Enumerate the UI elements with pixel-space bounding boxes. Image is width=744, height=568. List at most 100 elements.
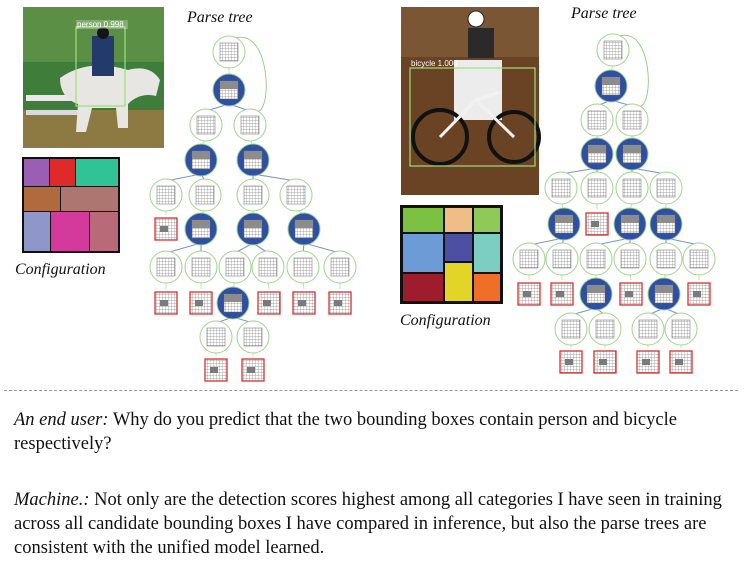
- configuration-cell: [474, 234, 500, 272]
- tree-node: [579, 277, 613, 311]
- tree-node: [188, 178, 222, 212]
- terminal-node: [154, 291, 178, 315]
- tree-node: [649, 242, 683, 276]
- tree-node: [580, 137, 614, 171]
- right-parse-tree-title: Parse tree: [570, 5, 637, 22]
- left-configuration-caption: Configuration: [15, 261, 106, 278]
- terminal-node: [517, 282, 541, 306]
- left-parse-tree-title: Parse tree: [186, 9, 253, 26]
- tree-node: [649, 171, 683, 205]
- terminal-node: [619, 282, 643, 306]
- tree-node: [615, 171, 649, 205]
- tree-node: [279, 178, 313, 212]
- tree-node: [682, 242, 716, 276]
- terminal-node: [687, 282, 711, 306]
- configuration-cell: [76, 159, 118, 186]
- tree-node: [184, 143, 218, 177]
- separator-line: [4, 390, 738, 391]
- terminal-node: [204, 358, 228, 382]
- tree-edge: [303, 242, 341, 254]
- configuration-cell: [24, 159, 49, 186]
- tree-node: [554, 312, 588, 346]
- machine-speaker: Machine.:: [14, 490, 90, 510]
- tree-edge: [165, 242, 202, 254]
- right-configuration-grid: [400, 205, 503, 304]
- tree-node: [664, 312, 698, 346]
- terminal-node: [636, 350, 660, 374]
- tree-node: [184, 250, 218, 284]
- tree-node: [149, 250, 183, 284]
- tree-node: [212, 73, 246, 107]
- left-photo: person 0.998: [23, 7, 164, 148]
- configuration-cell: [445, 263, 472, 301]
- configuration-cell: [50, 159, 75, 186]
- tree-node: [286, 250, 320, 284]
- machine-text: Not only are the detection scores highes…: [14, 490, 722, 558]
- user-speaker: An end user:: [14, 410, 109, 430]
- tree-node: [594, 69, 628, 103]
- tree-node: [212, 35, 246, 69]
- left-detection-label: person 0.998: [77, 20, 124, 29]
- configuration-cell: [474, 208, 500, 232]
- terminal-node: [292, 291, 316, 315]
- configuration-cell: [445, 208, 472, 232]
- tree-node: [287, 212, 321, 246]
- tree-node: [236, 320, 270, 354]
- tree-node: [547, 207, 581, 241]
- terminal-node: [550, 282, 574, 306]
- tree-node: [615, 137, 649, 171]
- tree-node: [545, 242, 579, 276]
- configuration-cell: [24, 212, 50, 251]
- right-photo: bicycle 1.000: [401, 7, 541, 195]
- tree-node: [596, 33, 630, 67]
- right-configuration-caption: Configuration: [400, 312, 491, 329]
- configuration-cell: [51, 212, 89, 251]
- tree-link: [234, 36, 267, 112]
- tree-node: [149, 178, 183, 212]
- configuration-cell: [403, 274, 443, 301]
- right-parse-tree: [512, 33, 716, 374]
- left-configuration-grid: [22, 157, 120, 253]
- tree-node: [580, 171, 614, 205]
- left-parse-tree: [149, 35, 357, 382]
- machine-answer: Machine.: Not only are the detection sco…: [14, 488, 738, 560]
- configuration-cell: [61, 187, 118, 211]
- terminal-node: [257, 291, 281, 315]
- configuration-cell: [474, 274, 500, 301]
- tree-node: [236, 212, 270, 246]
- configuration-cell: [403, 208, 443, 232]
- configuration-cell: [445, 234, 472, 261]
- terminal-node: [669, 350, 693, 374]
- tree-node: [649, 207, 683, 241]
- terminal-node: [189, 291, 213, 315]
- tree-node: [236, 143, 270, 177]
- tree-node: [613, 242, 647, 276]
- tree-node: [216, 286, 250, 320]
- tree-node: [613, 207, 647, 241]
- tree-node: [251, 250, 285, 284]
- terminal-node: [154, 217, 178, 241]
- tree-node: [579, 242, 613, 276]
- tree-edge: [252, 173, 297, 182]
- tree-node: [647, 277, 681, 311]
- tree-node: [233, 108, 267, 142]
- tree-node: [580, 103, 614, 137]
- tree-node: [189, 108, 223, 142]
- tree-node: [588, 312, 622, 346]
- tree-node: [512, 242, 546, 276]
- tree-node: [199, 320, 233, 354]
- user-text: Why do you predict that the two bounding…: [14, 410, 677, 454]
- tree-node: [323, 250, 357, 284]
- tree-node: [218, 250, 252, 284]
- tree-node: [615, 103, 649, 137]
- configuration-cell: [403, 234, 443, 272]
- user-question: An end user: Why do you predict that the…: [14, 408, 738, 456]
- tree-node: [544, 171, 578, 205]
- right-detection-label: bicycle 1.000: [411, 59, 458, 68]
- tree-node: [236, 178, 270, 212]
- terminal-node: [593, 350, 617, 374]
- tree-node: [631, 312, 665, 346]
- tree-link: [618, 34, 649, 107]
- configuration-cell: [90, 212, 118, 251]
